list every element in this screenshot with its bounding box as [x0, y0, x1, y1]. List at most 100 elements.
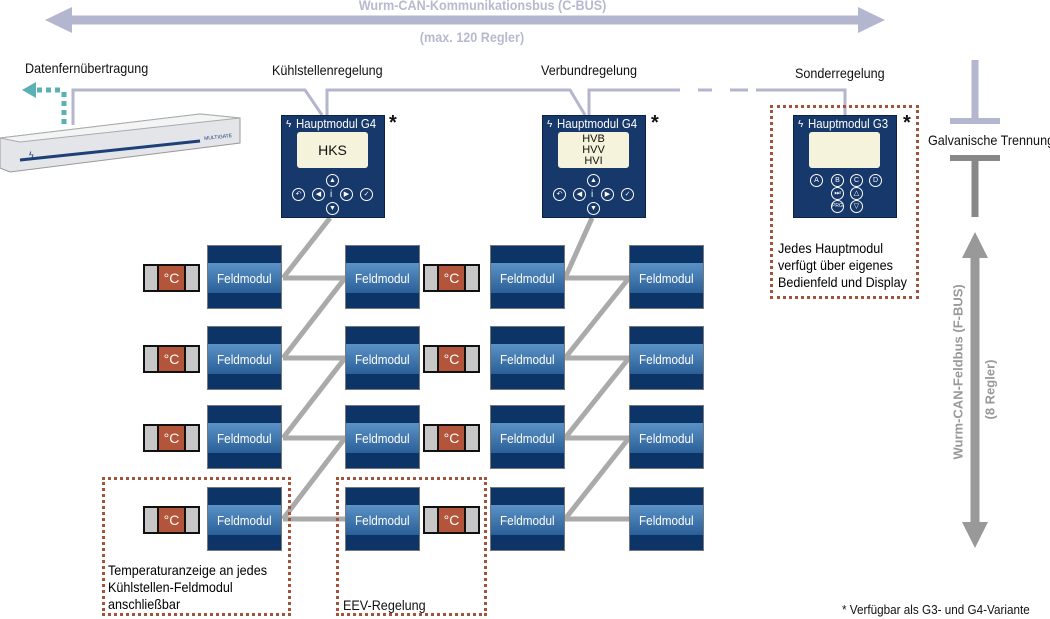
module-title: Hauptmodul G4	[296, 116, 377, 131]
info-key[interactable]: i	[330, 189, 333, 200]
temperature-display: °C	[423, 424, 480, 452]
svg-text:ϟ: ϟ	[29, 150, 34, 160]
temperature-display: °C	[143, 345, 200, 373]
field-module: Feldmodul	[629, 487, 704, 551]
temperature-display: °C	[423, 506, 480, 534]
field-module: Feldmodul	[345, 326, 420, 390]
temp-label: °C	[157, 266, 186, 290]
field-module: Feldmodul	[490, 245, 565, 309]
temp-label: °C	[437, 266, 466, 290]
field-module: Feldmodul	[345, 487, 420, 551]
down-key[interactable]: ▽	[850, 200, 863, 213]
field-module: Feldmodul	[345, 245, 420, 309]
f-bus-title: Wurm-CAN-Feldbus (F-BUS)	[950, 284, 966, 460]
field-module: Feldmodul	[490, 487, 565, 551]
main-module-g3-special: ϟ Hauptmodul G3 A B C D ⏭ △ PRG ▽	[793, 115, 897, 218]
note-line: anschließbar	[108, 596, 181, 612]
display-line: HVB	[582, 132, 605, 145]
display: HKS	[297, 132, 368, 168]
gateway-rack: ϟ	[0, 113, 241, 173]
display-line: HVV	[582, 143, 605, 156]
left-key[interactable]: ◀	[312, 188, 325, 201]
f-bus-arrow	[962, 232, 988, 548]
skip-key[interactable]: ⏭	[831, 187, 844, 200]
footnote-star: *	[651, 112, 659, 134]
note-line: verfügt über eigenes	[778, 257, 893, 273]
temp-label: °C	[437, 347, 466, 371]
field-module-label: Feldmodul	[639, 430, 694, 446]
field-module-label: Feldmodul	[639, 351, 694, 367]
a-key[interactable]: A	[810, 174, 823, 187]
temperature-display: °C	[143, 506, 200, 534]
note-line: Temperaturanzeige an jedes	[108, 562, 268, 578]
main-module-g4-cooling: ϟ Hauptmodul G4 HKS ▲ ◀ ▶ ▼ ↶ ✓ i	[281, 115, 385, 218]
d-key[interactable]: D	[869, 174, 882, 187]
field-module: Feldmodul	[629, 245, 704, 309]
wurm-logo-icon: ϟ	[547, 119, 553, 130]
g3-note: Jedes Hauptmodul verfügt über eigenes Be…	[778, 240, 907, 291]
c-bus-arrow	[45, 7, 885, 33]
remote-transfer-arrow	[22, 82, 67, 124]
field-module-label: Feldmodul	[217, 351, 272, 367]
label-remote: Datenfernübertragung	[25, 60, 149, 76]
field-module-label: Feldmodul	[500, 351, 555, 367]
right-key[interactable]: ▶	[340, 188, 353, 201]
f-bus-wiring	[281, 216, 631, 522]
module-title: Hauptmodul G4	[557, 116, 638, 131]
prg-key[interactable]: PRG	[831, 200, 844, 213]
footnote-star: *	[389, 112, 397, 134]
ok-key[interactable]: ✓	[360, 188, 373, 201]
temp-label: °C	[157, 508, 186, 532]
field-module-label: Feldmodul	[500, 512, 555, 528]
label-galvanic: Galvanische Trennung	[928, 132, 1050, 148]
label-compound: Verbundregelung	[541, 62, 637, 78]
left-key[interactable]: ◀	[573, 188, 586, 201]
up-key[interactable]: △	[850, 187, 863, 200]
back-key[interactable]: ↶	[292, 188, 305, 201]
field-module: Feldmodul	[207, 245, 282, 309]
b-key[interactable]: B	[831, 174, 844, 187]
down-key[interactable]: ▼	[587, 202, 600, 215]
note-line: Jedes Hauptmodul	[778, 240, 884, 256]
back-key[interactable]: ↶	[553, 188, 566, 201]
field-module: Feldmodul	[207, 487, 282, 551]
module-title: Hauptmodul G3	[808, 116, 889, 131]
c-key[interactable]: C	[850, 174, 863, 187]
field-module-label: Feldmodul	[639, 512, 694, 528]
label-special: Sonderregelung	[795, 65, 885, 81]
temp-label: °C	[157, 347, 186, 371]
field-module: Feldmodul	[629, 405, 704, 469]
temperature-display: °C	[423, 345, 480, 373]
temp-note: Temperaturanzeige an jedes Kühlstellen-F…	[108, 562, 267, 613]
field-module-label: Feldmodul	[217, 270, 272, 286]
field-module-label: Feldmodul	[355, 351, 410, 367]
down-key[interactable]: ▼	[326, 202, 339, 215]
note-line: Bedienfeld und Display	[778, 274, 907, 290]
temp-annotation-box	[102, 477, 291, 616]
eev-annotation-box	[336, 477, 487, 616]
temperature-display: °C	[143, 424, 200, 452]
c-bus-title: Wurm-CAN-Kommunikationsbus (C-BUS)	[358, 0, 607, 13]
field-module-label: Feldmodul	[217, 512, 272, 528]
g3-annotation-box	[770, 105, 919, 299]
field-module: Feldmodul	[207, 405, 282, 469]
up-key[interactable]: ▲	[587, 174, 600, 187]
temp-label: °C	[437, 508, 466, 532]
info-key[interactable]: i	[591, 189, 594, 200]
field-module: Feldmodul	[345, 405, 420, 469]
up-key[interactable]: ▲	[326, 174, 339, 187]
field-module-label: Feldmodul	[355, 270, 410, 286]
field-module-label: Feldmodul	[639, 270, 694, 286]
right-key[interactable]: ▶	[601, 188, 614, 201]
display	[809, 132, 880, 168]
note-line: Kühlstellen-Feldmodul	[108, 579, 233, 595]
field-module-label: Feldmodul	[500, 430, 555, 446]
field-module-label: Feldmodul	[500, 270, 555, 286]
eev-note: EEV-Regelung	[343, 597, 426, 613]
temp-label: °C	[437, 426, 466, 450]
footnote-star: *	[903, 112, 911, 134]
galvanic-isolation-symbol	[950, 60, 1000, 217]
ok-key[interactable]: ✓	[621, 188, 634, 201]
field-module-label: Feldmodul	[355, 430, 410, 446]
